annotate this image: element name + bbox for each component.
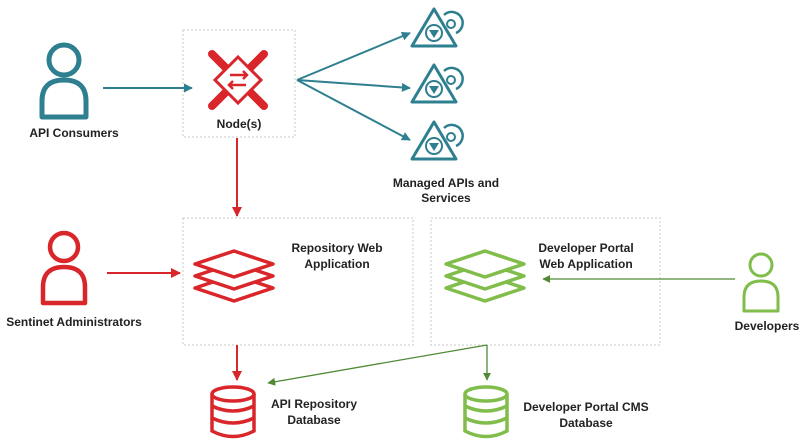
arrow-node-to-api-3: [296, 79, 411, 141]
dev-portal-cms-db-label-line1: Developer Portal CMS: [523, 400, 648, 414]
managed-api-icon-1: [410, 7, 465, 48]
api-consumer-person-icon: [39, 42, 89, 120]
repository-layers-icon: [193, 249, 275, 303]
arrow-node-to-api-1: [296, 31, 411, 81]
api-repo-db-label-line2: Database: [287, 413, 341, 427]
managed-apis-label-line1: Managed APIs and: [393, 176, 499, 190]
arrow-portal-to-api-db: [267, 344, 488, 386]
dev-portal-cms-database-icon: [463, 385, 509, 439]
developer-person-icon: [742, 252, 780, 313]
node-box: [182, 29, 296, 138]
node-gateway-icon: [208, 50, 268, 110]
repository-web-label-line1: Repository Web: [291, 241, 382, 255]
managed-api-icon-3: [410, 120, 465, 161]
sentinet-admin-person-icon: [40, 230, 88, 306]
dev-portal-web-box: [430, 217, 661, 346]
dev-portal-cms-db-label-line2: Database: [559, 416, 613, 430]
dev-portal-layers-icon: [444, 249, 526, 303]
dev-portal-web-label-line1: Developer Portal: [538, 241, 633, 255]
repository-web-box: [182, 217, 414, 346]
dev-portal-web-label-line2: Web Application: [539, 257, 632, 271]
arrow-node-to-api-2: [296, 79, 411, 92]
managed-api-icon-2: [410, 63, 465, 104]
api-repo-db-label-line1: API Repository: [271, 397, 357, 411]
managed-apis-label-line2: Services: [421, 191, 471, 205]
sentinet-admins-label: Sentinet Administrators: [6, 315, 142, 329]
node-label: Node(s): [217, 117, 262, 131]
repository-web-label-line2: Application: [304, 257, 369, 271]
api-repository-database-icon: [210, 385, 256, 439]
developers-label: Developers: [735, 319, 800, 333]
api-consumers-label: API Consumers: [29, 126, 119, 140]
